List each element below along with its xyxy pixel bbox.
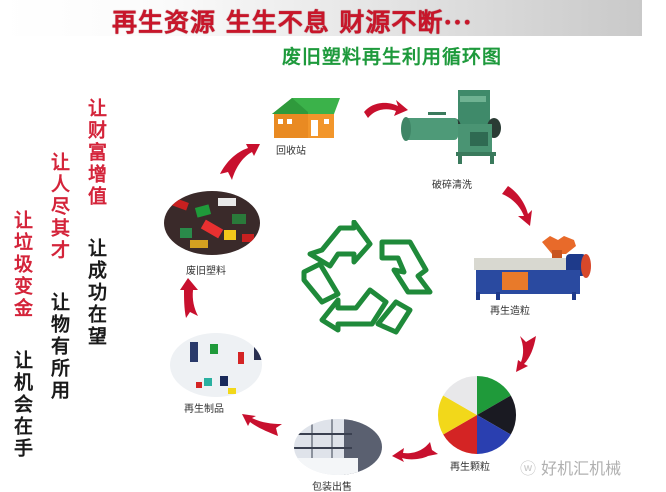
step-label: 废旧塑料	[186, 266, 226, 277]
color-pellets-icon	[437, 376, 517, 454]
arrow-icon	[392, 442, 438, 462]
chat-bubble-icon: ⓦ	[520, 459, 542, 478]
slogan-col1-red: 让财富增值	[85, 98, 107, 208]
crusher-machine-icon	[401, 90, 501, 164]
watermark: ⓦ 好机汇机械	[520, 459, 622, 478]
packaged-goods-icon	[294, 419, 382, 475]
slogan-col1-black: 让成功在望	[85, 238, 107, 348]
step-recycled-pellets: 再生颗粒	[436, 374, 518, 473]
arrow-icon	[502, 186, 532, 226]
diagram-title: 废旧塑料再生利用循环图	[281, 46, 502, 68]
slogan-col2-red: 让人尽其才	[48, 152, 70, 262]
step-packaging-sale: 包装出售	[292, 418, 384, 492]
step-label: 包装出售	[312, 482, 352, 492]
recycle-icon	[301, 220, 433, 335]
step-recycled-products: 再生制品	[168, 332, 264, 415]
waste-plastic-icon	[164, 191, 260, 255]
slogan-col2-black: 让物有所用	[48, 292, 70, 402]
step-label: 破碎清洗	[432, 180, 472, 191]
step-recycling-station: 回收站	[268, 92, 344, 157]
pelletizer-machine-icon	[474, 236, 591, 300]
arrow-icon	[516, 336, 536, 372]
arrow-icon	[364, 100, 408, 118]
slogan-col3-black: 让机会在手	[11, 350, 33, 460]
step-waste-plastic: 废旧塑料	[162, 190, 262, 277]
step-label: 再生颗粒	[450, 462, 490, 473]
arrow-icon	[242, 414, 282, 436]
arrow-icon	[220, 144, 260, 180]
step-crushing-washing: 破碎清洗	[400, 88, 510, 191]
step-pelletizing: 再生造粒	[472, 232, 592, 317]
step-label: 再生造粒	[490, 306, 530, 317]
slogan-col3-red: 让垃圾变金	[11, 210, 33, 320]
step-label: 回收站	[276, 146, 306, 157]
plastic-products-icon	[170, 333, 262, 397]
step-label: 再生制品	[184, 404, 224, 415]
house-icon	[272, 98, 340, 138]
header-banner	[0, 0, 642, 36]
arrow-icon	[180, 278, 198, 318]
headline: 再生资源 生生不息 财源不断···	[112, 8, 473, 37]
